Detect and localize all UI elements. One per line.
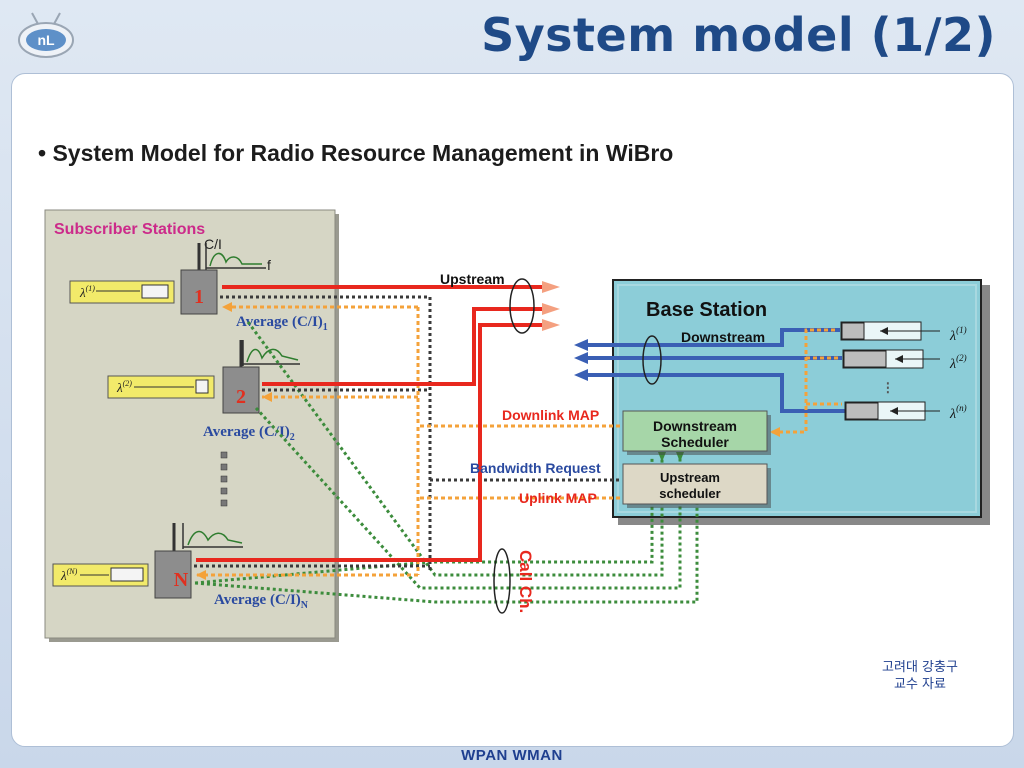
upstream-scheduler (622, 463, 768, 505)
downstream-bundle-ring (642, 335, 662, 385)
map-lines (196, 305, 620, 577)
credit-line1: 고려대 강충구 (882, 660, 958, 675)
bs-lambda-2: λ(2) (949, 353, 967, 372)
station-n: N (154, 523, 192, 599)
station-ellipsis (220, 451, 228, 507)
footer: WPAN WMAN (461, 747, 563, 764)
ss-queue-1-lambda: λ(1) (79, 284, 95, 300)
ci-plot-2 (242, 340, 300, 366)
credit-line2: 교수 자료 (894, 677, 946, 692)
bandwidth-request-label: Bandwidth Request (470, 460, 601, 476)
downstream-scheduler (622, 410, 768, 452)
svg-text:nL: nL (37, 32, 55, 48)
call-channel-label: Call Ch. (516, 550, 535, 613)
ss-queue-1: λ(1) (69, 280, 175, 304)
bullet-heading: • System Model for Radio Resource Manage… (38, 140, 674, 166)
ss-queue-2: λ(2) (107, 375, 215, 399)
downstream-scheduler-line2: Scheduler (661, 434, 729, 450)
bs-queue-2: λ(2) (842, 349, 967, 372)
station-2-number: 2 (236, 386, 246, 408)
credit: 고려대 강충구 교수 자료 (866, 659, 974, 693)
average-ci-1: Average (C/I)1 (236, 314, 328, 333)
downlink-map-label: Downlink MAP (502, 407, 599, 423)
upstream-bundle-ring (509, 278, 535, 334)
station-n-number: N (174, 569, 189, 591)
call-channel-ring (493, 548, 511, 614)
downstream-scheduler-line1: Downstream (653, 418, 737, 434)
upstream-scheduler-line1: Upstream (660, 470, 720, 485)
slide-title: System model (1/2) (481, 8, 996, 62)
ci-plot-1 (205, 243, 266, 270)
ss-queue-2-lambda: λ(2) (116, 379, 132, 395)
ci-axis-label: C/I (204, 236, 222, 252)
bandwidth-request-lines (194, 295, 620, 570)
average-ci-2: Average (C/I)2 (203, 424, 295, 443)
f-axis-label: f (267, 257, 271, 273)
ss-queue-n-lambda: λ(N) (60, 567, 78, 583)
scheduler-control-lines (772, 328, 842, 434)
bs-queue-ellipsis: ⁝ (885, 378, 891, 398)
logo-icon: nL (16, 10, 76, 64)
bs-lambda-n: λ(n) (949, 403, 967, 422)
bs-queue-n: λ(n) (844, 401, 967, 422)
average-ci-n: Average (C/I)N (214, 592, 309, 611)
upstream-label: Upstream (440, 271, 505, 287)
station-1-number: 1 (194, 286, 204, 308)
bs-lambda-1: λ(1) (949, 325, 967, 344)
station-2: 2 (222, 340, 260, 414)
station-1: 1 (180, 243, 218, 315)
bs-queue-1: λ(1) (840, 321, 967, 344)
uplink-map-label: Uplink MAP (519, 490, 597, 506)
ss-queue-n: λ(N) (52, 563, 149, 587)
ss-panel-title: Subscriber Stations (54, 221, 205, 238)
upstream-scheduler-line2: scheduler (659, 486, 720, 501)
downstream-label: Downstream (681, 329, 765, 345)
base-station-label: Base Station (646, 299, 767, 321)
ci-plot-n (182, 523, 243, 549)
